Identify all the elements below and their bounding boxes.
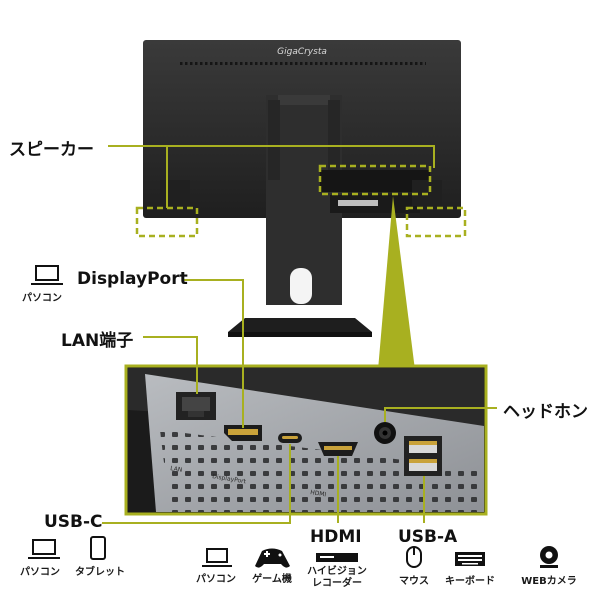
device-label: ハイビジョン レコーダー: [307, 566, 367, 589]
speaker-right-highlight: [405, 206, 467, 238]
monitor-back: [143, 40, 461, 337]
device-label: パソコン: [20, 567, 60, 578]
recorder-icon: [316, 553, 358, 562]
laptop-icon: [28, 539, 60, 559]
usbc-label: USB-C: [44, 512, 103, 532]
headphone-line: [384, 407, 497, 422]
mouse-icon: [406, 546, 422, 568]
webcam-icon: [540, 546, 558, 568]
device-label: パソコン: [196, 574, 236, 585]
displayport-label: DisplayPort: [77, 269, 188, 289]
device-label: タブレット: [75, 567, 125, 578]
zoom-beam: [378, 196, 415, 370]
speaker-label: スピーカー: [9, 140, 94, 160]
laptop-icon: [202, 548, 232, 567]
silk-lan: LAN: [170, 465, 183, 474]
brand-logo: GigaCrysta: [277, 47, 327, 57]
lan-line: [143, 336, 198, 394]
device-label: ゲーム機: [252, 574, 292, 585]
keyboard-icon: [455, 552, 485, 566]
device-label: パソコン: [22, 293, 62, 304]
hdmi-label: HDMI: [310, 527, 362, 547]
ports-highlight: [318, 164, 432, 196]
device-label: WEBカメラ: [521, 576, 577, 587]
tablet-icon: [90, 536, 106, 560]
laptop-icon: [31, 265, 63, 285]
callout-lines: [102, 145, 497, 524]
device-label: マウス: [399, 576, 429, 587]
gamepad-icon: [255, 548, 290, 568]
device-label: キーボード: [445, 576, 495, 587]
speaker-line: [108, 145, 435, 168]
port-panel: [124, 364, 488, 516]
lan-label: LAN端子: [61, 331, 134, 351]
silk-hdmi: HDMI: [310, 489, 327, 498]
usba-label: USB-A: [398, 527, 458, 547]
usbc-line: [102, 444, 291, 524]
displayport-line: [184, 279, 244, 428]
headphone-label: ヘッドホン: [503, 402, 588, 422]
